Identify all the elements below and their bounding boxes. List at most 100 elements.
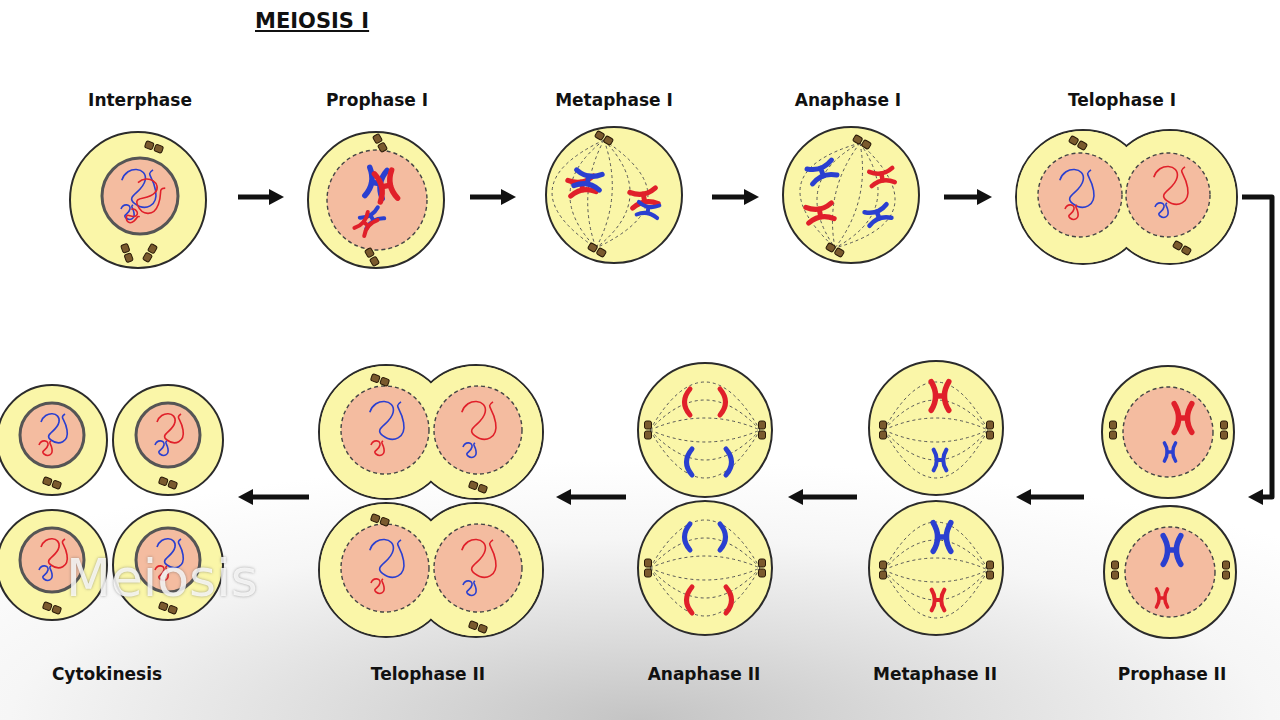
illustration-part — [478, 484, 488, 493]
centriole — [468, 621, 487, 634]
illustration-part — [147, 243, 157, 253]
illustration-part — [594, 130, 604, 140]
spindle-fiber — [650, 430, 760, 460]
stage-arrow — [470, 195, 501, 200]
centriole — [987, 561, 994, 579]
illustration-part — [372, 133, 382, 143]
spindle-fiber — [884, 570, 988, 618]
spindle-fiber — [650, 520, 760, 568]
spindle-fiber — [884, 558, 988, 570]
cytoplasm — [1104, 131, 1236, 263]
illustration-part — [935, 598, 941, 602]
centriole — [468, 481, 487, 494]
illustration-part — [52, 605, 62, 614]
cell-membrane — [70, 132, 206, 268]
cell-membrane — [113, 385, 223, 495]
nucleus — [1038, 153, 1122, 237]
stage-arrow — [571, 495, 626, 500]
chromatid — [720, 389, 726, 415]
illustration-part — [42, 602, 52, 611]
illustration-part — [643, 194, 644, 202]
illustration-part — [364, 222, 369, 226]
stage-label: Interphase — [88, 90, 192, 110]
stage-group: Cytokinesis — [2, 360, 238, 692]
cell-membrane — [308, 132, 444, 268]
centriole — [594, 130, 613, 145]
stage-group: Metaphase I — [516, 86, 712, 276]
spindle-fiber — [884, 382, 988, 430]
cytoplasm — [410, 504, 542, 636]
chromosome — [807, 160, 837, 184]
chromosome — [354, 212, 377, 236]
illustration-part — [881, 173, 882, 180]
spindle-fiber — [650, 430, 760, 442]
spindle-fiber — [650, 568, 760, 598]
illustration-part — [587, 176, 588, 184]
centriole — [370, 374, 389, 387]
nucleus — [434, 524, 522, 612]
centriole — [645, 559, 652, 577]
centriole — [645, 421, 652, 439]
centriole — [987, 421, 994, 439]
illustration-part — [354, 212, 370, 230]
illustration-part — [142, 252, 152, 262]
illustration-part — [861, 139, 871, 149]
illustration-part — [1112, 571, 1119, 579]
chromatin — [462, 539, 496, 577]
chromatin — [463, 581, 476, 596]
illustration-part — [154, 144, 164, 153]
stage-arrow — [803, 495, 857, 500]
stage-label: Telophase I — [1068, 90, 1176, 110]
chromatin — [39, 566, 52, 581]
illustration-part — [647, 207, 648, 213]
illustration-part — [468, 481, 478, 490]
spindle-fiber — [596, 140, 630, 248]
spindle-fiber — [884, 418, 988, 430]
centriole — [1068, 135, 1087, 150]
illustration-part — [1159, 596, 1165, 599]
illustration-part — [987, 421, 994, 429]
cell-membrane — [869, 361, 1003, 495]
spindle-fiber — [650, 382, 760, 430]
illustration-part — [645, 421, 652, 429]
spindle-fiber — [884, 570, 988, 582]
illustration-part — [877, 212, 879, 219]
spindle-fiber — [835, 143, 863, 248]
illustration-part — [1077, 140, 1087, 150]
nucleus — [1126, 153, 1210, 237]
illustration-part — [168, 480, 178, 489]
chromatid — [687, 449, 693, 475]
stage-group: Telophase I — [992, 86, 1242, 276]
chromosome — [931, 382, 949, 411]
stage-group: Prophase II — [1084, 360, 1248, 692]
chromosome — [374, 170, 397, 202]
centriole — [880, 561, 887, 579]
cytoplasm — [410, 366, 542, 498]
chromatin — [463, 443, 476, 458]
illustration-part — [936, 393, 945, 399]
illustration-part — [121, 243, 130, 253]
centriole — [364, 247, 379, 266]
stage-label: Metaphase II — [873, 664, 997, 684]
illustration-part — [645, 559, 652, 567]
illustration-part — [478, 624, 488, 633]
illustration-part — [42, 477, 52, 486]
illustration-part — [1221, 431, 1228, 439]
illustration-part — [759, 569, 766, 577]
title: MEIOSIS I — [255, 9, 369, 33]
illustration-part — [880, 421, 887, 429]
spindle-fiber — [835, 143, 878, 248]
stage-group: Anaphase II — [626, 360, 788, 692]
chromosome — [865, 204, 892, 226]
illustration-part — [825, 242, 835, 252]
nucleus — [1123, 387, 1213, 477]
illustration-part — [645, 569, 652, 577]
centriole — [1223, 561, 1230, 579]
nucleus — [341, 386, 429, 474]
spindle-fiber — [832, 143, 860, 248]
cell-membrane — [783, 127, 919, 263]
stage-label: Anaphase I — [795, 90, 901, 110]
nucleus — [434, 386, 522, 474]
centriole — [587, 242, 606, 257]
chromosome — [934, 450, 947, 471]
